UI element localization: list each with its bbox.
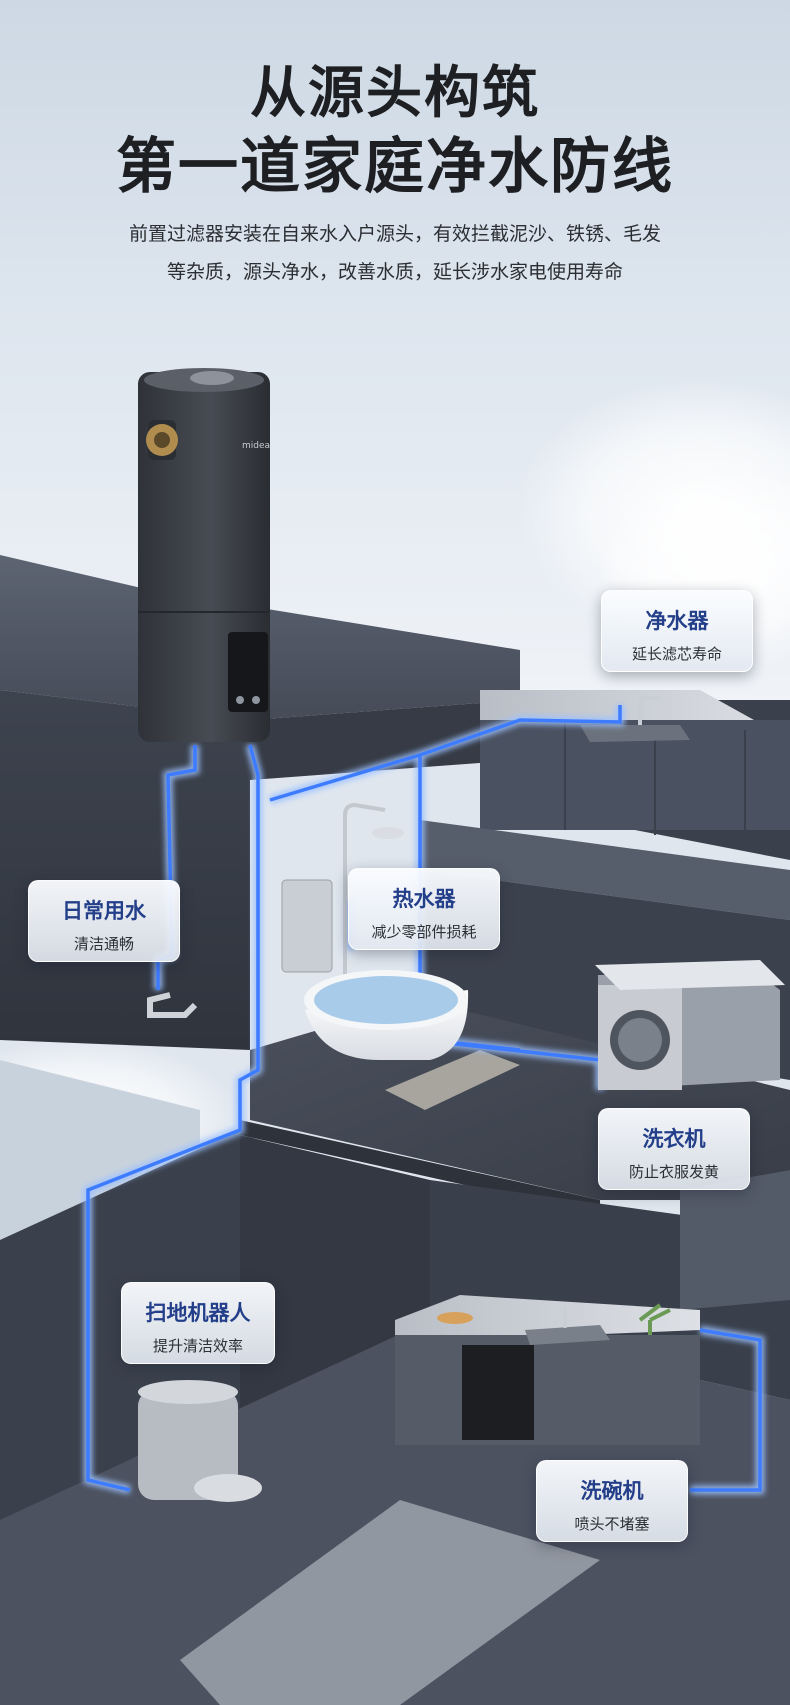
label-robot-vacuum: 扫地机器人 提升清洁效率 <box>121 1282 275 1364</box>
label-subtitle: 提升清洁效率 <box>152 1337 243 1355</box>
water-heater <box>281 879 333 973</box>
step <box>420 820 790 920</box>
headline-line-2: 第一道家庭净水防线 <box>116 132 674 202</box>
robot-vacuum <box>138 1380 262 1502</box>
headline-line-1: 从源头构筑 <box>250 61 540 126</box>
label-subtitle: 防止衣服发黄 <box>628 1163 719 1181</box>
label-subtitle: 减少零部件损耗 <box>371 923 477 941</box>
wall <box>250 700 520 780</box>
label-title: 日常用水 <box>62 899 146 923</box>
label-water-heater: 热水器 减少零部件损耗 <box>348 868 500 950</box>
kitchen-sink <box>580 725 690 742</box>
label-title: 热水器 <box>392 887 456 911</box>
label-title: 洗衣机 <box>642 1127 706 1151</box>
label-title: 洗碗机 <box>580 1479 644 1503</box>
label-washing-machine: 洗衣机 防止衣服发黄 <box>598 1108 750 1190</box>
wall-faucet <box>147 992 198 1018</box>
label-daily-water: 日常用水 清洁通畅 <box>28 880 180 962</box>
description-line-1: 前置过滤器安装在自来水入户源头，有效拦截泥沙、铁锈、毛发 <box>128 223 661 245</box>
wall <box>0 690 250 1050</box>
label-title: 净水器 <box>645 609 709 633</box>
step <box>680 1170 790 1310</box>
label-dishwasher: 洗碗机 喷头不堵塞 <box>536 1460 688 1542</box>
label-subtitle: 喷头不堵塞 <box>574 1515 650 1533</box>
washing-machine-unit <box>595 960 785 1090</box>
bathtub <box>304 970 469 1060</box>
front-filter-device: midea <box>138 368 270 742</box>
description-line-2: 等杂质，源头净水，改善水质，延长涉水家电使用寿命 <box>166 261 623 283</box>
shower <box>343 802 386 990</box>
brand-logo: midea <box>242 441 270 451</box>
label-subtitle: 延长滤芯寿命 <box>631 645 722 663</box>
floor-rug <box>180 1500 600 1705</box>
label-title: 扫地机器人 <box>145 1301 251 1325</box>
control-panel <box>228 632 268 712</box>
bath-mat <box>385 1050 520 1110</box>
label-subtitle: 清洁通畅 <box>73 935 134 953</box>
faucet <box>638 696 660 725</box>
dishwasher-kitchen <box>395 1295 700 1445</box>
label-water-purifier: 净水器 延长滤芯寿命 <box>601 590 753 672</box>
